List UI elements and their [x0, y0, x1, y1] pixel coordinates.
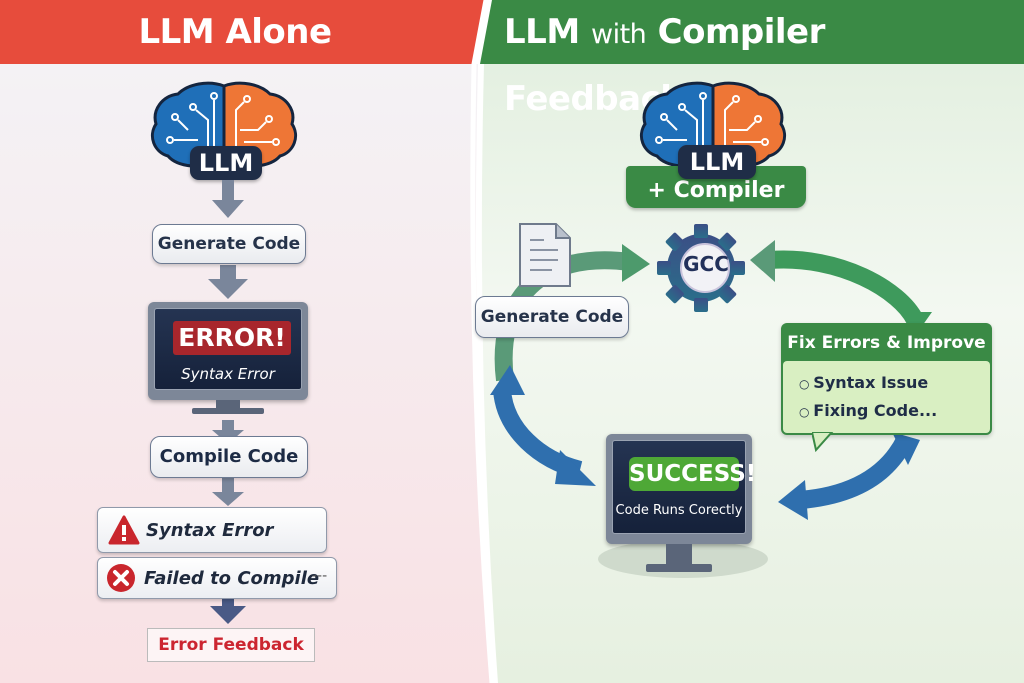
monitor-base	[192, 408, 264, 414]
fix-errors-title: Fix Errors & Improve	[787, 333, 986, 353]
syntax-error-text: Syntax Error	[146, 520, 274, 541]
fix-errors-item-text: Syntax Issue	[813, 373, 929, 392]
arrowhead-up-icon	[892, 432, 920, 465]
failed-compile-row: Failed to Compile ---	[97, 557, 337, 599]
document-icon	[519, 223, 571, 287]
compile-code-step: Compile Code	[150, 436, 308, 478]
warning-triangle-icon	[108, 515, 140, 545]
llm-badge: LLM	[190, 146, 262, 180]
fix-errors-list: ○ Syntax Issue ○ Fixing Code...	[783, 361, 990, 433]
arrow-down-icon	[210, 598, 246, 624]
arrow-down-icon	[208, 265, 248, 299]
syntax-error-row: Syntax Error	[97, 507, 327, 553]
x-circle-icon	[107, 564, 135, 592]
compiler-badge: + Compiler	[626, 166, 806, 208]
loop-arc-green-right	[769, 250, 924, 325]
right-generate-code-step: Generate Code	[475, 296, 629, 338]
right-header: LLM with Compiler Feedback	[488, 0, 1008, 119]
arrowhead-up-icon	[490, 365, 525, 395]
left-generate-code-label: Generate Code	[157, 234, 301, 254]
left-header-title: LLM Alone	[138, 12, 332, 52]
monitor-base	[646, 564, 712, 572]
success-monitor-screen: SUCCESS! Code Runs Corectly	[612, 440, 757, 534]
failed-compile-ellipsis: ---	[312, 568, 328, 584]
error-feedback-text: Error Feedback	[158, 635, 304, 655]
right-header-with: with	[591, 19, 647, 50]
success-monitor-subtitle: Code Runs Corectly	[615, 503, 743, 518]
fix-errors-item-text: Fixing Code...	[813, 401, 938, 420]
fix-errors-item: ○ Fixing Code...	[799, 401, 938, 420]
error-monitor-screen: ERROR! Syntax Error	[154, 308, 302, 390]
panel-divider	[470, 0, 495, 683]
arrowhead-left-icon	[778, 480, 808, 520]
success-banner-title: SUCCESS!	[629, 461, 757, 487]
error-feedback-label: Error Feedback	[147, 628, 315, 662]
error-banner-title: ERROR!	[178, 323, 286, 352]
error-monitor: ERROR! Syntax Error	[148, 302, 308, 400]
failed-compile-text: Failed to Compile	[144, 568, 320, 589]
compiler-badge-label: + Compiler	[647, 178, 785, 203]
llm-badge: LLM	[678, 145, 756, 179]
llm-badge-label: LLM	[198, 149, 254, 177]
llm-badge-label: LLM	[689, 148, 745, 176]
error-banner: ERROR!	[173, 321, 291, 355]
fix-errors-item: ○ Syntax Issue	[799, 373, 929, 392]
arrow-down-icon	[212, 478, 244, 506]
loop-arc-blue-right	[799, 435, 914, 509]
gear-icon	[657, 224, 745, 312]
right-header-bar	[480, 0, 1024, 64]
arrowhead-right-icon	[622, 244, 650, 282]
loop-arc-blue-left	[493, 388, 583, 479]
arrow-down-icon	[212, 180, 244, 218]
right-header-llm: LLM	[504, 12, 580, 52]
arrowhead-left-icon	[750, 240, 775, 282]
error-monitor-subtitle: Syntax Error	[181, 365, 275, 383]
speech-tail	[812, 432, 834, 452]
left-header: LLM Alone	[0, 0, 470, 64]
monitor-neck	[666, 544, 692, 564]
compile-code-label: Compile Code	[159, 446, 299, 467]
left-header-bar	[0, 0, 486, 64]
left-generate-code-step: Generate Code	[152, 224, 306, 264]
arrowhead-down-right-icon	[555, 450, 596, 486]
left-flow-arrows	[208, 180, 248, 624]
success-monitor: SUCCESS! Code Runs Corectly	[606, 434, 757, 544]
gcc-label: GCC	[683, 252, 729, 276]
fix-errors-panel: Fix Errors & Improve ○ Syntax Issue ○ Fi…	[781, 323, 992, 435]
success-banner: SUCCESS!	[629, 457, 757, 491]
right-generate-code-label: Generate Code	[480, 307, 624, 327]
monitor-neck	[216, 400, 240, 408]
arrow-down-icon	[212, 420, 244, 444]
